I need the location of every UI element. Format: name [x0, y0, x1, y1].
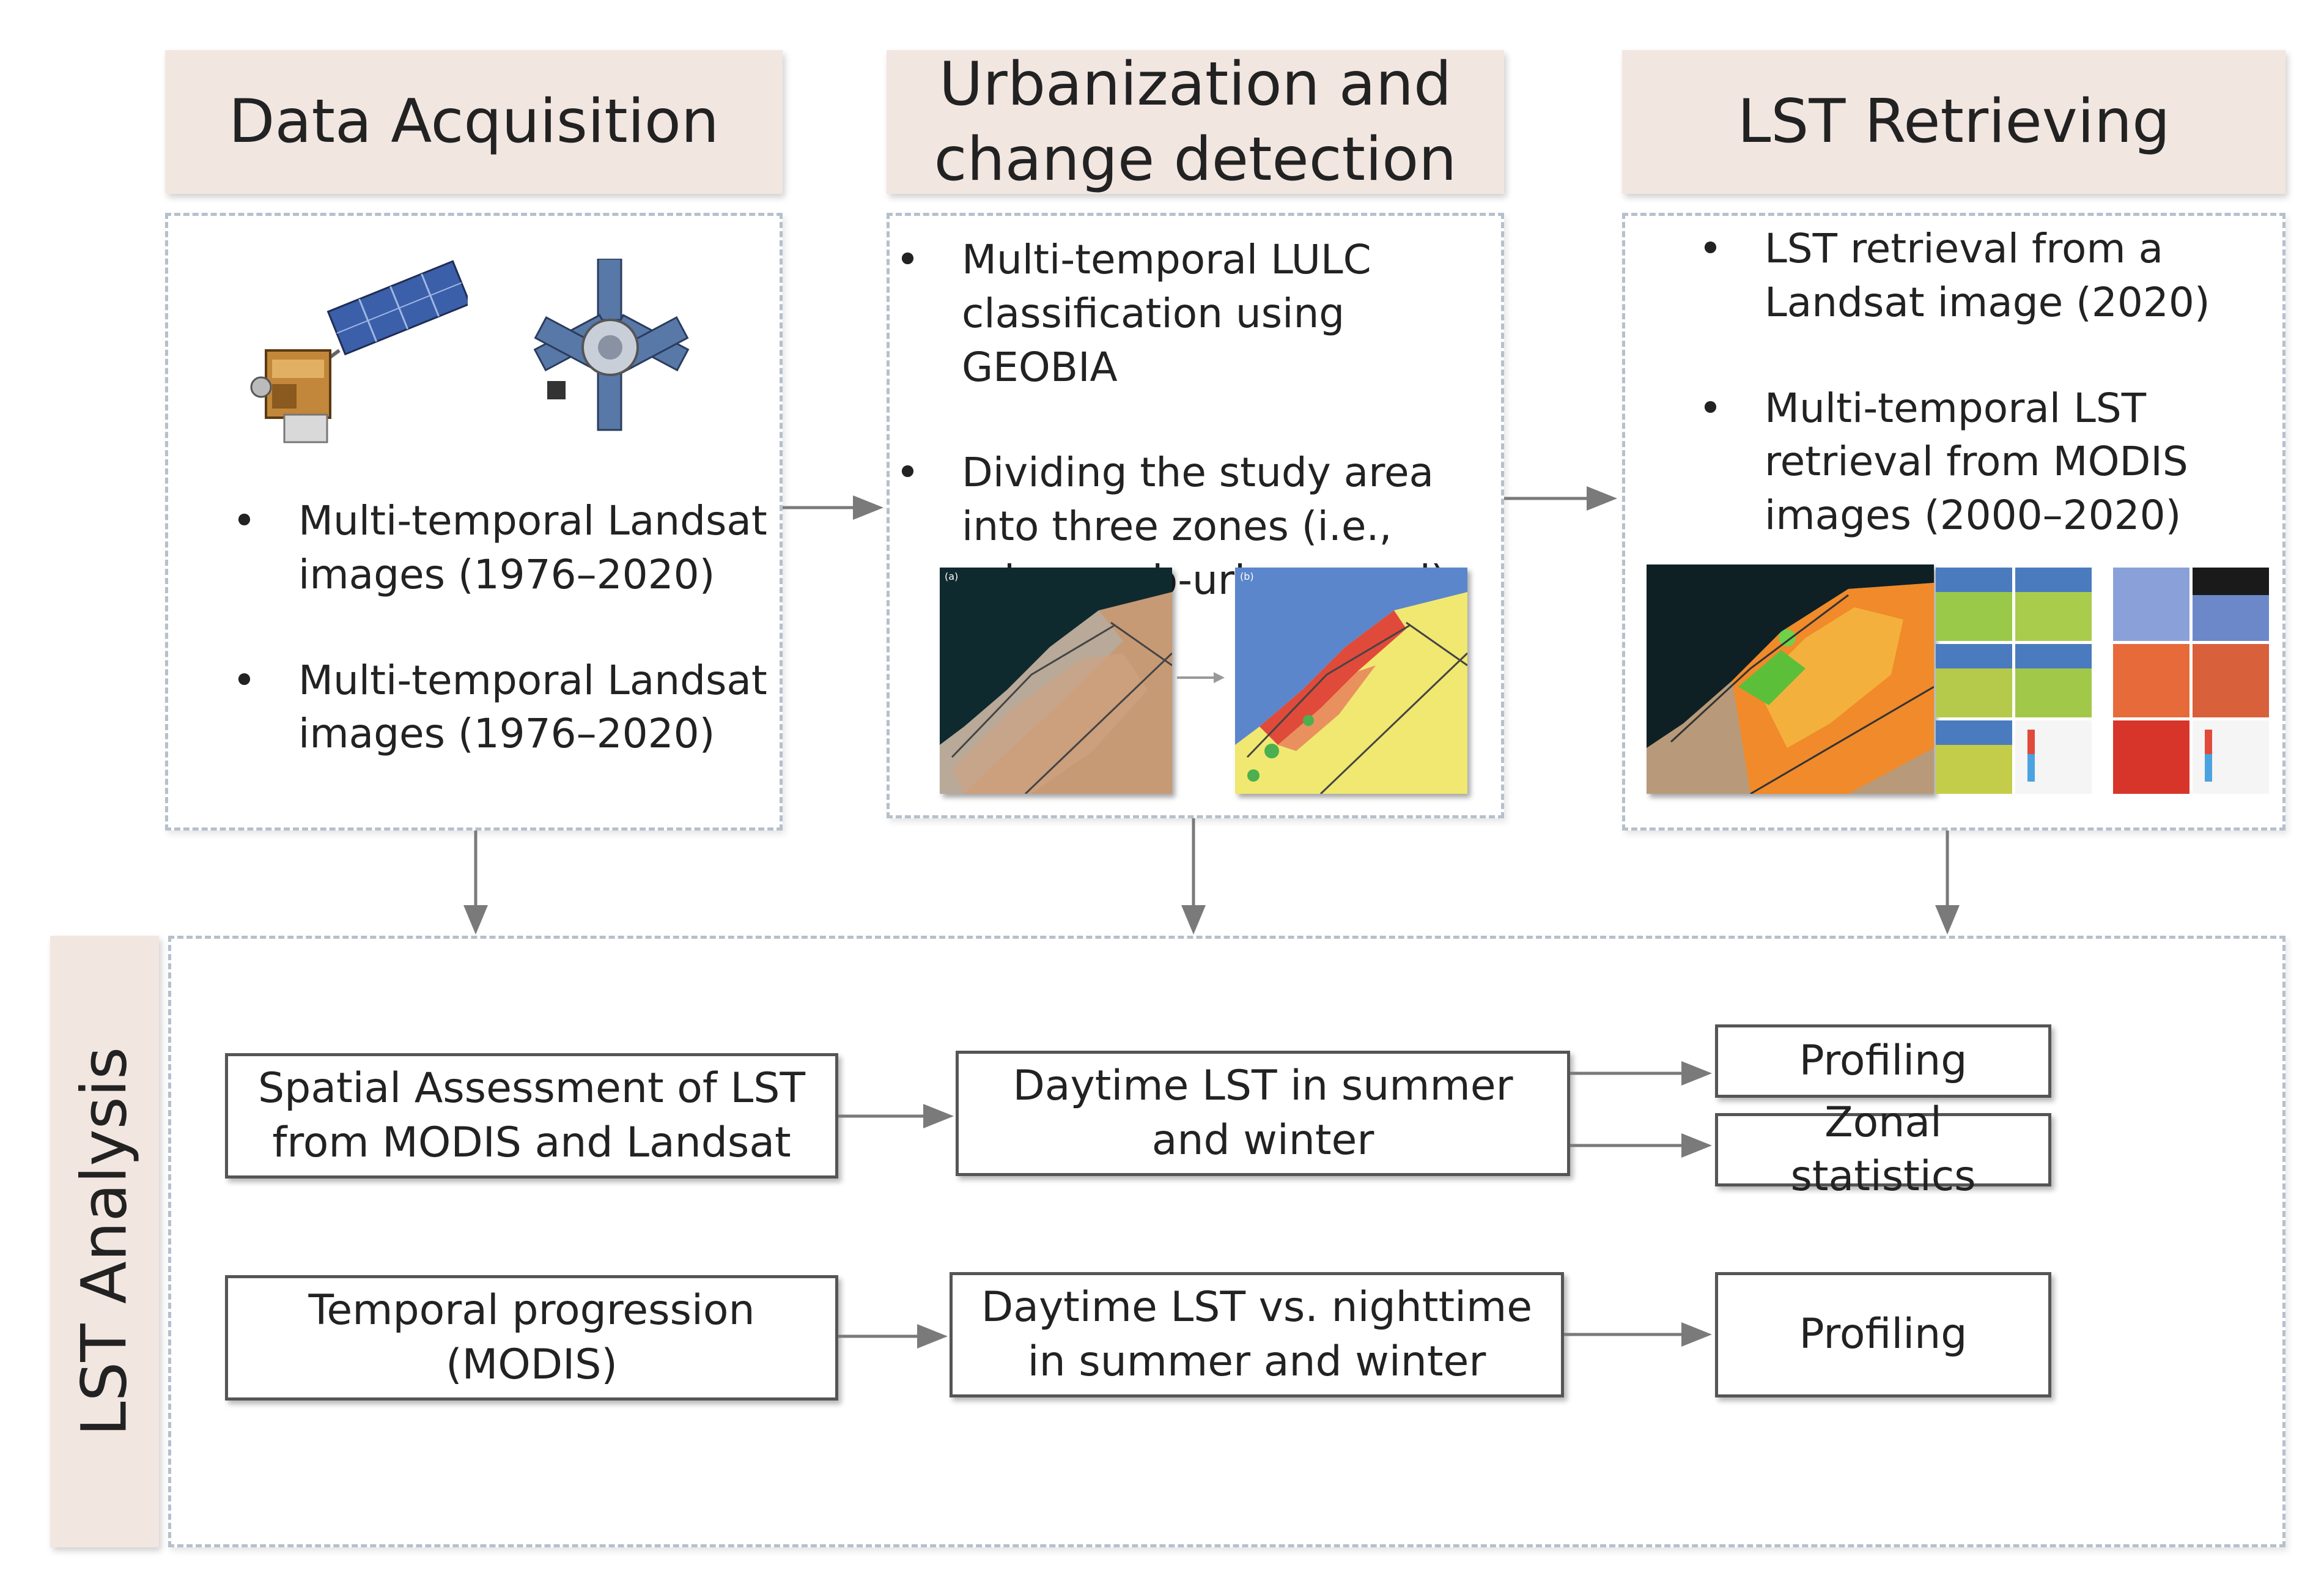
header-data-acquisition-text: Data Acquisition [229, 87, 719, 157]
satellite-map-thumbnail: (a) [940, 568, 1172, 794]
lulc-map-thumbnail: (b) [1235, 568, 1467, 794]
arrow-acquisition-down-head [463, 905, 488, 934]
header-urbanization-line1: Urbanization and [939, 50, 1452, 119]
lst-retrieving-list: LST retrieval from a Landsat image (2020… [1699, 222, 2279, 542]
profiling-box-2: Profiling [1715, 1272, 2051, 1397]
modis-summer-grid [1936, 568, 2092, 794]
modis-satellite-icon [533, 259, 690, 431]
data-acquisition-item-1: Multi-temporal Landsat images (1976–2020… [232, 494, 770, 602]
arrow-urbanization-to-lst-head [1587, 486, 1617, 511]
svg-text:(a): (a) [945, 571, 958, 582]
data-acquisition-list: Multi-temporal Landsat images (1976–2020… [232, 494, 770, 761]
data-acquisition-item-2: Multi-temporal Landsat images (1976–2020… [232, 654, 770, 761]
daytime-vs-nighttime-box: Daytime LST vs. nighttime in summer and … [950, 1272, 1564, 1397]
arrow-acquisition-to-urbanization-head [853, 495, 883, 520]
header-urbanization-line2: change detection [934, 124, 1457, 194]
lst-analysis-side-label: LST Analysis [50, 936, 159, 1547]
temporal-progression-text: Temporal progression (MODIS) [308, 1286, 755, 1389]
profiling-text-2: Profiling [1799, 1310, 1968, 1359]
spatial-assessment-text: Spatial Assessment of LST from MODIS and… [258, 1064, 805, 1167]
arrow-urbanization-down-head [1181, 905, 1206, 934]
satellite-body [250, 349, 331, 443]
profiling-box-1: Profiling [1715, 1024, 2051, 1098]
lst-retrieving-item-2: Multi-temporal LST retrieval from MODIS … [1699, 382, 2279, 542]
zonal-statistics-text: Zonal statistics [1790, 1098, 1976, 1201]
profiling-text-1: Profiling [1799, 1036, 1968, 1085]
modis-winter-grid [2113, 568, 2269, 794]
header-lst-retrieving: LST Retrieving [1622, 50, 2285, 194]
panel-lst-retrieving: LST retrieval from a Landsat image (2020… [1622, 213, 2285, 831]
svg-text:(b): (b) [1240, 571, 1254, 582]
daytime-summer-winter-box: Daytime LST in summer and winter [956, 1051, 1570, 1176]
urbanization-list: Multi-temporal LULC classification using… [896, 233, 1501, 607]
lst-retrieving-item-1: LST retrieval from a Landsat image (2020… [1699, 222, 2279, 330]
header-lst-retrieving-text: LST Retrieving [1737, 87, 2171, 157]
landsat-lst-map-thumbnail [1647, 564, 1934, 794]
panel-data-acquisition: Multi-temporal Landsat images (1976–2020… [165, 213, 783, 831]
panel-urbanization: Multi-temporal LULC classification using… [887, 213, 1504, 818]
header-urbanization: Urbanization and change detection [887, 50, 1504, 194]
daytime-summer-winter-text: Daytime LST in summer and winter [1013, 1062, 1513, 1164]
zonal-statistics-box: Zonal statistics [1715, 1098, 2051, 1201]
spatial-assessment-box: Spatial Assessment of LST from MODIS and… [225, 1053, 838, 1179]
temporal-progression-box: Temporal progression (MODIS) [225, 1275, 838, 1401]
urbanization-item-1: Multi-temporal LULC classification using… [896, 233, 1501, 394]
satellite-solar-panel [326, 260, 468, 356]
header-data-acquisition: Data Acquisition [165, 50, 783, 194]
daytime-vs-nighttime-text: Daytime LST vs. nighttime in summer and … [981, 1283, 1533, 1386]
modis-lst-grid-thumbnail [1936, 568, 2269, 794]
arrow-lst-down-head [1935, 905, 1960, 934]
landsat-satellite-icon [250, 260, 468, 443]
lst-analysis-label-text: LST Analysis [68, 1046, 141, 1437]
map-transition-arrow [1177, 672, 1225, 683]
